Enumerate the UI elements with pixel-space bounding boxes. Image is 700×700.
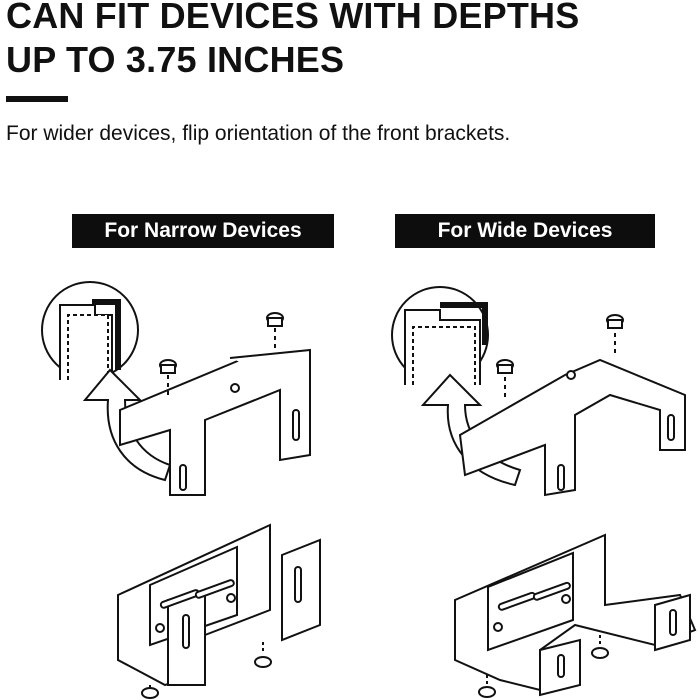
wide-devices-label: For Wide Devices: [395, 214, 655, 248]
zoom-circle-icon: [41, 281, 139, 380]
narrow-devices-label: For Narrow Devices: [72, 214, 334, 248]
thumbscrew-icon: [606, 314, 624, 329]
thumbscrew-icon: [141, 687, 159, 699]
thumbscrew-icon: [478, 686, 496, 698]
wide-bracket-top-illustration: [391, 286, 686, 497]
title-line-1: CAN FIT DEVICES WITH DEPTHS: [6, 0, 580, 36]
title-underline: [6, 96, 68, 102]
zoom-circle-icon: [391, 286, 489, 385]
narrow-bracket-bottom-illustration: [117, 523, 321, 699]
narrow-bracket-top-illustration: [41, 281, 311, 496]
thumbscrew-icon: [591, 647, 609, 659]
thumbscrew-icon: [159, 359, 177, 374]
wide-bracket-bottom-illustration: [454, 533, 697, 698]
thumbscrew-icon: [254, 656, 272, 668]
subtitle: For wider devices, flip orientation of t…: [6, 122, 511, 145]
title-line-2: UP TO 3.75 INCHES: [6, 39, 345, 80]
page-title: CAN FIT DEVICES WITH DEPTHS UP TO 3.75 I…: [6, 0, 579, 82]
flip-arrow-icon: [420, 373, 522, 487]
thumbscrew-icon: [496, 359, 514, 374]
thumbscrew-icon: [266, 312, 284, 327]
